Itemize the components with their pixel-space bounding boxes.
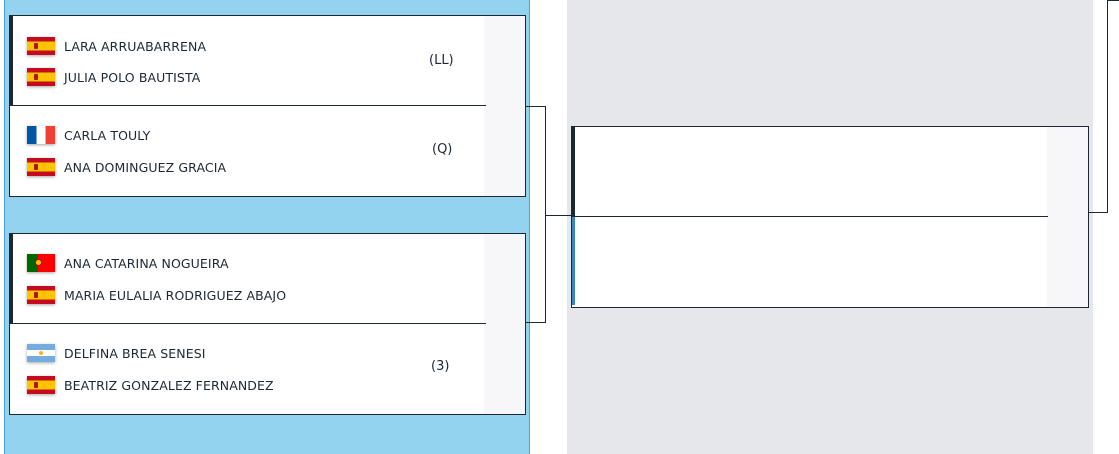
argentina-flag-icon bbox=[27, 344, 55, 362]
match-score-column bbox=[484, 234, 525, 414]
team-slot-2[interactable]: CARLA TOULY ANA DOMINGUEZ GRACIA (Q) bbox=[10, 106, 486, 196]
player-row: ANA CATARINA NOGUEIRA bbox=[27, 253, 229, 273]
match-box-2[interactable]: ANA CATARINA NOGUEIRA MARIA EULALIA RODR… bbox=[9, 233, 526, 415]
bracket-connector bbox=[526, 106, 546, 323]
player-row: DELFINA BREA SENESI bbox=[27, 343, 206, 363]
france-flag-icon bbox=[27, 126, 55, 144]
match-box-round-2[interactable] bbox=[571, 126, 1089, 308]
player-row: CARLA TOULY bbox=[27, 125, 150, 145]
team-slot-empty-1[interactable] bbox=[572, 127, 1048, 217]
match-score-column bbox=[1047, 127, 1088, 307]
spain-flag-icon bbox=[27, 37, 55, 55]
bracket-connector-line bbox=[1089, 212, 1108, 213]
spain-flag-icon bbox=[27, 158, 55, 176]
seed-label: (Q) bbox=[432, 142, 453, 157]
player-name: DELFINA BREA SENESI bbox=[64, 345, 206, 361]
portugal-flag-icon bbox=[27, 254, 55, 272]
seed-label: (3) bbox=[431, 359, 450, 374]
player-name: ANA CATARINA NOGUEIRA bbox=[64, 255, 229, 271]
spain-flag-icon bbox=[27, 286, 55, 304]
player-name: LARA ARRUABARRENA bbox=[64, 38, 207, 54]
spain-flag-icon bbox=[27, 68, 55, 86]
player-name: BEATRIZ GONZALEZ FERNANDEZ bbox=[64, 377, 274, 393]
player-name: JULIA POLO BAUTISTA bbox=[64, 69, 201, 85]
player-row: JULIA POLO BAUTISTA bbox=[27, 67, 200, 87]
spain-flag-icon bbox=[27, 376, 55, 394]
match-box-1[interactable]: LARA ARRUABARRENA JULIA POLO BAUTISTA (L… bbox=[9, 15, 526, 197]
player-row: ANA DOMINGUEZ GRACIA bbox=[27, 157, 226, 177]
bracket-connector-line bbox=[1107, 0, 1119, 1]
match-score-column bbox=[484, 16, 525, 196]
player-name: ANA DOMINGUEZ GRACIA bbox=[64, 159, 227, 175]
team-slot-1[interactable]: LARA ARRUABARRENA JULIA POLO BAUTISTA (L… bbox=[10, 16, 486, 106]
team-slot-4[interactable]: DELFINA BREA SENESI BEATRIZ GONZALEZ FER… bbox=[10, 324, 486, 414]
team-slot-3[interactable]: ANA CATARINA NOGUEIRA MARIA EULALIA RODR… bbox=[10, 234, 486, 324]
player-row: BEATRIZ GONZALEZ FERNANDEZ bbox=[27, 375, 274, 395]
player-row: MARIA EULALIA RODRIGUEZ ABAJO bbox=[27, 285, 286, 305]
team-slot-empty-2[interactable] bbox=[572, 217, 1048, 305]
bracket-connector-line bbox=[545, 215, 572, 216]
seed-label: (LL) bbox=[429, 53, 454, 68]
player-name: CARLA TOULY bbox=[64, 127, 151, 143]
player-row: LARA ARRUABARRENA bbox=[27, 36, 206, 56]
bracket-connector-line bbox=[1107, 0, 1108, 213]
player-name: MARIA EULALIA RODRIGUEZ ABAJO bbox=[64, 287, 287, 303]
